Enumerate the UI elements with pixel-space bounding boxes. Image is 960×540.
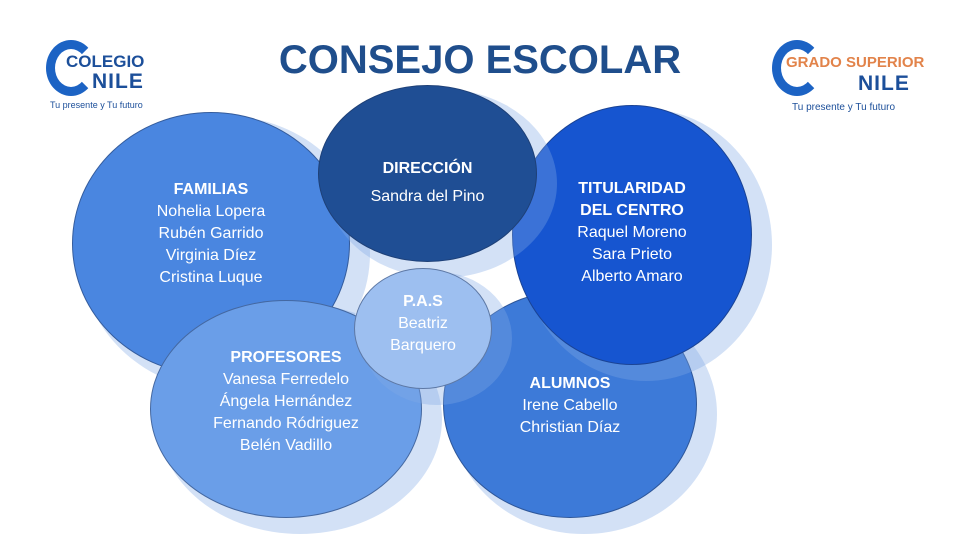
member: Sandra del Pino [370,188,485,205]
bubble-direccion: DIRECCIÓN Sandra del Pino [318,85,537,262]
alumnos-heading: ALUMNOS [529,375,611,392]
bubble-pas: P.A.S Beatriz Barquero [354,268,492,389]
member: Virginia Díez [165,247,257,264]
logo-line1: GRADO SUPERIOR [786,54,925,71]
logo-c-icon [772,40,822,96]
bubble-titularidad: TITULARIDAD DEL CENTRO Raquel Moreno Sar… [512,105,752,365]
familias-heading: FAMILIAS [173,181,249,198]
member: Beatriz [398,315,448,332]
logo-tagline: Tu presente y Tu futuro [792,102,896,113]
member: Cristina Luque [159,269,263,286]
member: Fernando Ródriguez [213,415,359,432]
member: Belén Vadillo [239,437,333,454]
member: Raquel Moreno [577,224,687,241]
logo-grado-superior-nile: GRADO SUPERIOR NILE Tu presente y Tu fut… [772,40,925,114]
logo-line2: NILE [858,72,910,95]
pas-heading: P.A.S [403,293,443,310]
member: Irene Cabello [522,397,618,414]
bubble-familias: FAMILIAS Nohelia Lopera Rubén Garrido Vi… [72,112,350,375]
logo-c-icon [46,40,96,96]
titularidad-heading: TITULARIDAD [578,180,686,197]
member: Barquero [390,337,456,354]
member: Nohelia Lopera [156,203,266,220]
member: Vanesa Ferredelo [223,371,349,388]
logo-tagline: Tu presente y Tu futuro [50,100,143,110]
logo-line2: NILE [92,70,144,93]
direccion-heading: DIRECCIÓN [382,160,473,177]
member: Rubén Garrido [158,225,264,242]
titularidad-heading-2: DEL CENTRO [580,202,684,219]
profesores-heading: PROFESORES [230,349,342,366]
logo-colegio-nile: COLEGIO NILE Tu presente y Tu futuro [44,40,174,112]
member: Ángela Hernández [219,393,353,410]
logo-line1: COLEGIO [66,52,145,71]
page-title: CONSEJO ESCOLAR [278,38,682,82]
member: Sara Prieto [591,246,673,263]
member: Alberto Amaro [581,268,683,285]
member: Christian Díaz [519,419,621,436]
